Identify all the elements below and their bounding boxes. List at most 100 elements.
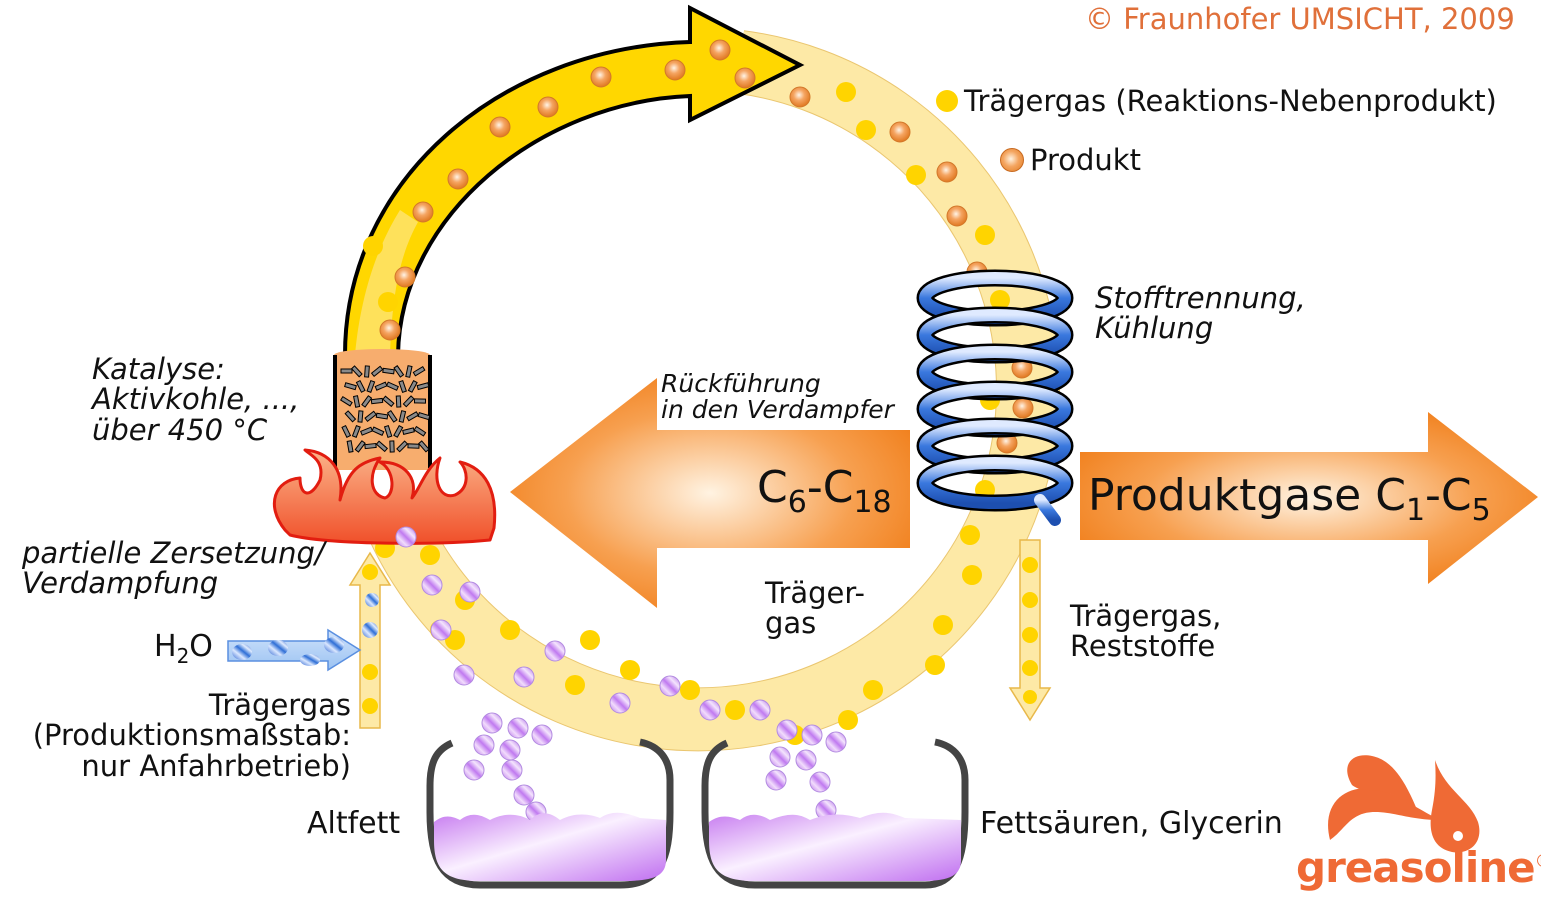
c-sub-1: 1	[1405, 492, 1426, 528]
activated-carbon-chip	[393, 424, 404, 438]
product-dot	[394, 266, 416, 288]
yellow-dot-icon	[936, 90, 958, 112]
activated-carbon-chip	[364, 365, 370, 378]
fat-molecule	[430, 619, 452, 641]
activated-carbon-chip	[396, 440, 409, 453]
fat-molecule	[501, 759, 523, 781]
greasoline-logo-mark	[1328, 755, 1480, 853]
fat-molecule	[481, 712, 503, 734]
carrier-gas-dot	[962, 565, 982, 585]
fat-molecule	[421, 574, 443, 596]
fat-vapor-molecules	[395, 526, 847, 823]
carrier-gas-dot	[856, 120, 876, 140]
carrier-gas-dot	[960, 525, 980, 545]
product-dot	[447, 168, 469, 190]
activated-carbon-chip	[413, 398, 427, 404]
water-label-h: H	[154, 629, 177, 664]
fat-molecule	[801, 724, 823, 746]
fat-molecule	[544, 640, 566, 662]
recycle-arrow	[510, 378, 910, 608]
activated-carbon-chip	[413, 425, 427, 437]
product-dot	[537, 96, 559, 118]
activated-carbon-chip	[375, 440, 389, 453]
fat-molecule	[765, 769, 787, 791]
fat-molecule	[507, 717, 529, 739]
activated-carbon-chip	[344, 382, 357, 391]
activated-carbon-chip	[351, 424, 361, 438]
activated-carbon-chip	[417, 412, 431, 421]
product-dot	[709, 39, 731, 61]
carrier-gas-dot	[725, 700, 745, 720]
fat-molecule	[795, 749, 817, 771]
activated-carbon-chip	[412, 366, 426, 377]
water-inlet-arrow	[227, 628, 362, 672]
carrier-gas-dot	[933, 615, 953, 635]
c-sub-18: 18	[853, 484, 892, 520]
legend-item-product: Produkt	[1000, 143, 1141, 177]
product-dot	[664, 59, 686, 81]
fat-molecule	[699, 699, 721, 721]
fat-molecule	[749, 699, 771, 721]
product-gases-text: Produktgase C	[1088, 470, 1406, 521]
activated-carbon-chip	[364, 442, 377, 450]
fat-molecule	[473, 734, 495, 756]
activated-carbon-chip	[386, 410, 398, 423]
catalyst-column	[333, 349, 432, 470]
registered-mark: ®	[1535, 851, 1541, 872]
activated-carbon-chip	[407, 443, 420, 449]
carrier-gas-dot	[420, 545, 440, 565]
copyright-notice: © Fraunhofer UMSICHT, 2009	[1085, 2, 1515, 36]
fat-molecule	[395, 526, 417, 548]
water-label-o: O	[189, 629, 213, 664]
container-fettsaeuren	[701, 738, 969, 889]
carrier-gas-dot	[500, 620, 520, 640]
product-dot	[1012, 397, 1034, 419]
carrier-gas-dot	[580, 630, 600, 650]
activated-carbon-chip	[382, 367, 395, 375]
fat-molecule	[463, 759, 485, 781]
water-label: H2O	[154, 631, 213, 667]
product-dots	[379, 39, 1034, 454]
carrier-gas-dot	[863, 680, 883, 700]
activated-carbon-chip	[383, 424, 393, 438]
activated-carbon-chip	[344, 410, 357, 423]
activated-carbon-chip	[350, 365, 363, 378]
carrier-gas-dot	[906, 165, 926, 185]
activated-carbon-chip	[382, 395, 395, 408]
residue-down-arrow	[1008, 539, 1052, 722]
c6-c18-label: C6-C18	[757, 462, 892, 520]
activated-carbon-chip	[385, 381, 399, 391]
fat-molecule	[513, 666, 535, 688]
fat-molecule	[825, 731, 847, 753]
fat-molecule	[513, 784, 535, 806]
product-dot	[590, 66, 612, 88]
legend-label: Trägergas (Reaktions-Nebenprodukt)	[964, 84, 1497, 118]
product-dot	[889, 121, 911, 143]
water-label-sub: 2	[176, 644, 190, 668]
product-dot	[734, 67, 756, 89]
container-altfett	[426, 738, 674, 889]
activated-carbon-chip	[340, 395, 353, 407]
activated-carbon-chip	[357, 410, 364, 423]
activated-carbon-chip	[340, 368, 353, 374]
activated-carbon-chip	[354, 440, 366, 453]
activated-carbon-chip	[370, 365, 384, 378]
carrier-gas-dot	[620, 660, 640, 680]
coil-ring	[919, 457, 1071, 509]
activated-carbon-chip	[371, 426, 385, 437]
fat-molecule	[453, 664, 475, 686]
product-gases-label: Produktgase C1-C5	[1088, 470, 1491, 528]
fatty-acids-label: Fettsäuren, Glycerin	[980, 806, 1283, 841]
product-gas-arrow	[1080, 412, 1538, 584]
c-label: C	[757, 462, 788, 513]
activated-carbon-chip	[398, 379, 407, 393]
legend-item-carrier-gas: Trägergas (Reaktions-Nebenprodukt)	[936, 84, 1497, 118]
fat-molecule	[499, 739, 521, 761]
orange-dot-icon	[1000, 148, 1024, 172]
catalysis-label: Katalyse: Aktivkohle, ..., über 450 °C	[92, 352, 300, 447]
activated-carbon-chip	[418, 440, 430, 453]
recycle-label: Rückführung in den Verdampfer	[661, 369, 894, 425]
carrier-gas-dot	[836, 82, 856, 102]
product-dot	[412, 201, 434, 223]
